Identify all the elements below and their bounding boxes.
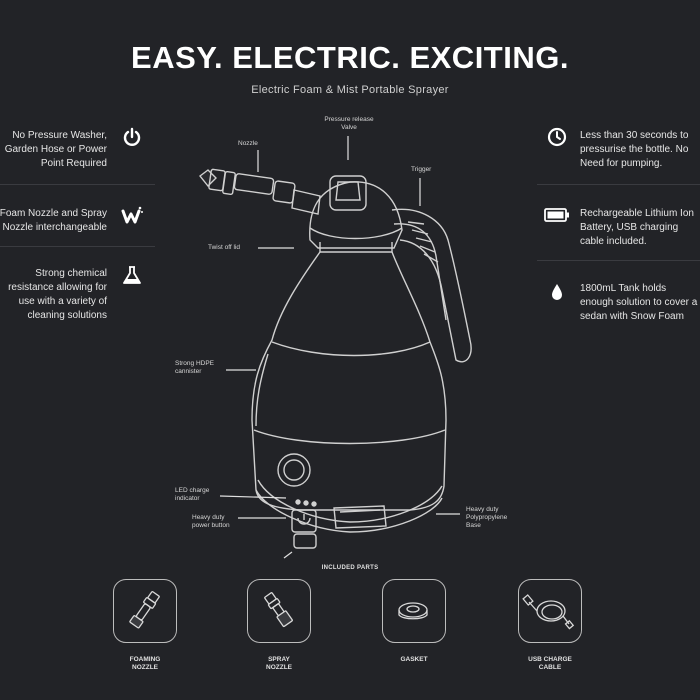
sprayer-illustration [199,136,472,559]
part-spray-nozzle [247,579,311,643]
gasket-icon [398,602,428,620]
flask-icon [123,266,141,284]
part-label-foaming-nozzle: FOAMING NOZZLE [129,656,161,671]
callout-trigger: Trigger [411,166,432,173]
pump-head [309,175,403,253]
part-gasket [382,579,446,643]
page-title: EASY. ELECTRIC. EXCITING. [131,40,569,75]
spray-w-icon [121,206,143,224]
callout-led: LED charge indicator [175,487,210,502]
power-icon [123,127,141,146]
part-label-gasket: GASKET [400,656,428,663]
callout-nozzle: Nozzle [238,140,258,147]
part-label-usb-cable: USB CHARGE CABLE [528,656,572,671]
foaming-nozzle-icon [129,591,160,629]
feature-nozzle-interchangeable: Foam Nozzle and Spray Nozzle interchange… [0,208,107,233]
drop-icon [552,284,562,300]
feature-tank-capacity: 1800mL Tank holds enough solution to cov… [580,283,698,322]
feature-chemical-resistance: Strong chemical resistance allowing for … [8,268,107,321]
divider-right-2 [537,260,700,261]
feature-pressurise-time: Less than 30 seconds to pressurise the b… [580,130,689,169]
divider-left-1 [0,184,155,185]
base-part [255,453,443,549]
nozzle-part [199,168,321,215]
callout-pressure-valve: Pressure release Valve [324,116,374,131]
callout-twist-lid: Twist off lid [208,244,241,251]
spray-nozzle-icon [264,592,293,628]
part-label-spray-nozzle: SPRAY NOZZLE [266,656,292,671]
divider-left-2 [0,246,155,247]
included-parts-title: INCLUDED PARTS [321,565,379,571]
part-usb-cable [518,579,582,643]
usb-cable-icon [522,594,575,630]
callout-power-button: Heavy duty power button [192,514,230,529]
battery-icon [544,208,569,222]
feature-battery: Rechargeable Lithium Ion Battery, USB ch… [580,208,694,247]
callout-base: Heavy duty Polypropylene Base [466,506,508,529]
cannister-body [251,251,447,511]
page-subtitle: Electric Foam & Mist Portable Sprayer [251,84,449,96]
divider-right-1 [537,184,700,185]
callout-canister: Strong HDPE cannister [175,360,215,375]
feature-no-pressure-washer: No Pressure Washer, Garden Hose or Power… [4,130,107,169]
trigger-handle [391,208,472,363]
clock-icon [547,127,567,147]
part-foaming-nozzle [113,579,177,643]
